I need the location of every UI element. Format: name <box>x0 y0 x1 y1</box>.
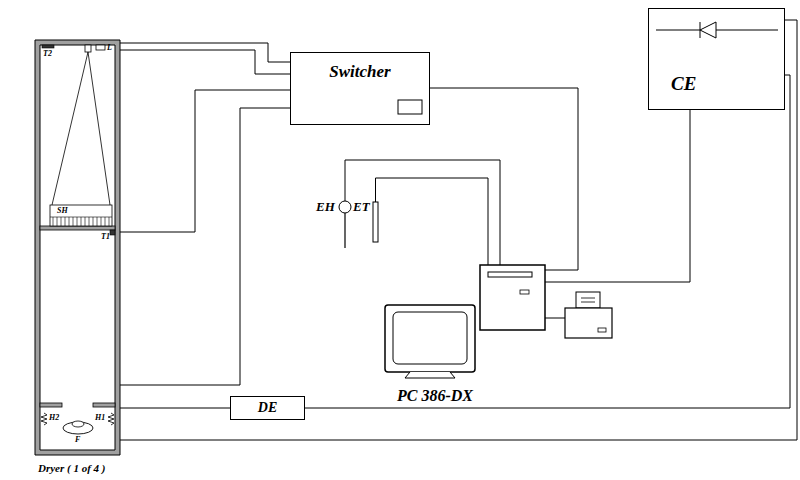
wire-connector <box>120 90 290 232</box>
sensor-label: T2 <box>43 50 52 58</box>
sample-holder <box>50 205 112 226</box>
monitor <box>385 305 475 372</box>
label-anchor: T2 <box>43 50 52 58</box>
label-anchor: ET <box>353 200 370 213</box>
lamp-hanger <box>85 45 91 52</box>
label-anchor: EH <box>316 200 335 213</box>
label-anchor: L <box>107 44 112 52</box>
wire-connector <box>120 20 797 440</box>
node-text: DE <box>258 400 277 416</box>
cabinet-plate <box>93 403 115 407</box>
fan-label: F <box>75 436 80 444</box>
heater-label: H2 <box>49 414 59 422</box>
thermometer-probe <box>373 202 378 242</box>
instrument-label: EH <box>316 200 335 213</box>
printer-cable <box>545 318 565 319</box>
wire-connector <box>545 110 690 282</box>
heater-label: H1 <box>95 414 105 422</box>
label-anchor: H2 <box>49 414 59 422</box>
sensor-wire <box>376 178 489 265</box>
diode-symbol <box>700 22 716 38</box>
fan-hub <box>72 421 84 427</box>
sample-hatch <box>50 217 112 226</box>
converter-box: CE <box>648 8 785 110</box>
part-label: SH <box>57 207 68 215</box>
lamp-label: L <box>107 44 112 52</box>
node-text: PC 386-DX <box>397 387 473 405</box>
wire-connector <box>120 43 290 62</box>
lamp-symbol <box>96 45 105 50</box>
node-text: Dryer ( 1 of 4 ) <box>38 462 106 475</box>
sensor-wire <box>345 160 500 265</box>
fan-symbol <box>63 422 93 434</box>
wire-connector <box>120 50 290 74</box>
heater-symbol <box>108 413 114 425</box>
cabinet-plate <box>40 403 62 407</box>
disk-drive <box>488 272 532 277</box>
monitor-screen <box>393 312 467 364</box>
computer: PC 386-DX <box>385 265 545 405</box>
diode-symbol <box>656 22 778 38</box>
printer-paper <box>581 298 595 302</box>
wire-connector <box>120 108 290 385</box>
dryer-cabinet: Dryer ( 1 of 4 ) <box>35 40 120 478</box>
printer <box>565 308 612 338</box>
printer-paper <box>576 292 600 308</box>
wire-connector <box>430 88 578 270</box>
hygrometer-probe <box>344 213 345 248</box>
label-anchor: T1 <box>101 233 110 241</box>
heater-symbol <box>41 413 47 425</box>
tower-button <box>520 290 529 294</box>
label-anchor: H1 <box>95 414 105 422</box>
computer-tower <box>480 265 545 330</box>
light-cone <box>52 52 110 205</box>
monitor-base <box>405 372 455 378</box>
sensor-label: T1 <box>101 233 110 241</box>
node-text: Switcher <box>329 62 390 82</box>
sensor-symbol <box>42 45 54 48</box>
cabinet-shelf <box>40 226 115 230</box>
switcher-display <box>398 100 422 114</box>
wire-connector <box>120 408 230 409</box>
switcher-box: Switcher <box>290 52 430 125</box>
converter-box: DE <box>230 396 305 420</box>
label-anchor: F <box>75 436 80 444</box>
cabinet-wall <box>35 40 120 455</box>
instrument-label: ET <box>353 200 370 213</box>
hygrometer-probe <box>339 201 351 213</box>
node-text: CE <box>671 73 696 95</box>
label-anchor: SH <box>57 207 68 215</box>
printer-button <box>598 328 606 332</box>
sensor-symbol <box>110 230 115 235</box>
